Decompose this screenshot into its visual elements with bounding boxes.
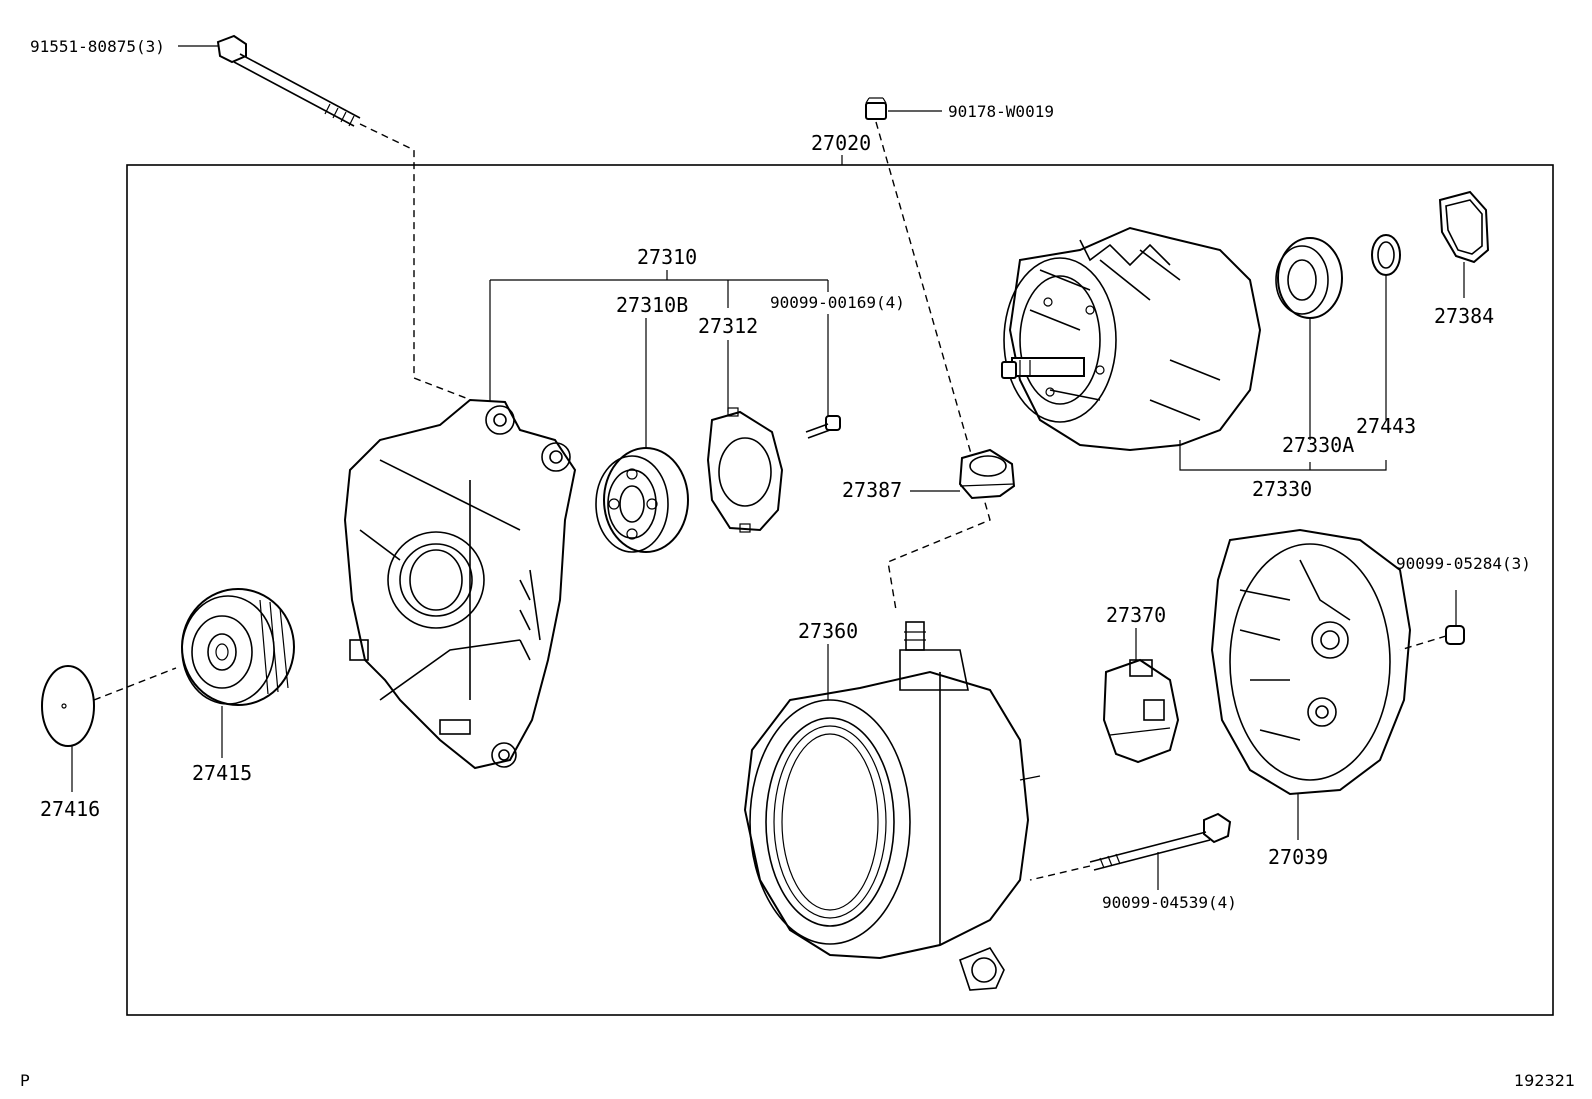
label-90178: 90178-W0019	[948, 102, 1054, 121]
label-27330a: 27330A	[1282, 433, 1354, 457]
drive-end-frame	[343, 398, 577, 770]
brush-holder-27370	[1102, 658, 1180, 764]
bolt-90099-04539	[1089, 812, 1232, 871]
label-27330: 27330	[1252, 477, 1312, 501]
assembly-frame	[126, 164, 1554, 1016]
label-27312: 27312	[698, 314, 758, 338]
label-27387: 27387	[842, 478, 902, 502]
nut-90099-05284	[1445, 625, 1465, 645]
cover-27384	[1438, 190, 1490, 264]
label-27039: 27039	[1268, 845, 1328, 869]
label-90099-00169: 90099-00169(4)	[770, 293, 905, 312]
label-27416: 27416	[40, 797, 100, 821]
dash-cap-to-pulley	[93, 667, 177, 701]
label-27310b: 27310B	[616, 293, 688, 317]
bolt-91551	[216, 34, 361, 127]
screw-90099-00169	[805, 415, 841, 439]
label-27384: 27384	[1434, 304, 1494, 328]
dash-nut-to-terminal	[875, 121, 991, 611]
label-27370: 27370	[1106, 603, 1166, 627]
label-27415: 27415	[192, 761, 252, 785]
dash-nut-to-cover	[1399, 635, 1447, 651]
label-27443: 27443	[1356, 414, 1416, 438]
cap-27416	[41, 665, 95, 747]
bearing-27310b	[595, 447, 689, 553]
label-90099-05284: 90099-05284(3)	[1396, 554, 1531, 573]
label-27020: 27020	[811, 131, 871, 155]
stator-27360	[743, 621, 1041, 991]
retainer-27312	[706, 407, 784, 533]
dash-bolt-to-frame	[359, 123, 485, 406]
rear-cover-27039	[1210, 528, 1412, 796]
nut-90178	[865, 97, 887, 120]
footer-left-code: P	[20, 1071, 30, 1090]
rotor-27330	[1001, 226, 1262, 452]
label-27360: 27360	[798, 619, 858, 643]
footer-right-code: 192321	[1514, 1071, 1575, 1090]
washer-27443	[1371, 234, 1401, 276]
bearing-27330a	[1275, 237, 1343, 319]
label-91551: 91551-80875(3)	[30, 37, 165, 56]
pulley-27415	[181, 588, 295, 706]
label-27310: 27310	[637, 245, 697, 269]
label-90099-04539: 90099-04539(4)	[1102, 893, 1237, 912]
terminal-27387	[958, 448, 1016, 500]
bracket-27330	[1179, 440, 1387, 471]
dash-bolt-to-stator	[1029, 865, 1091, 881]
